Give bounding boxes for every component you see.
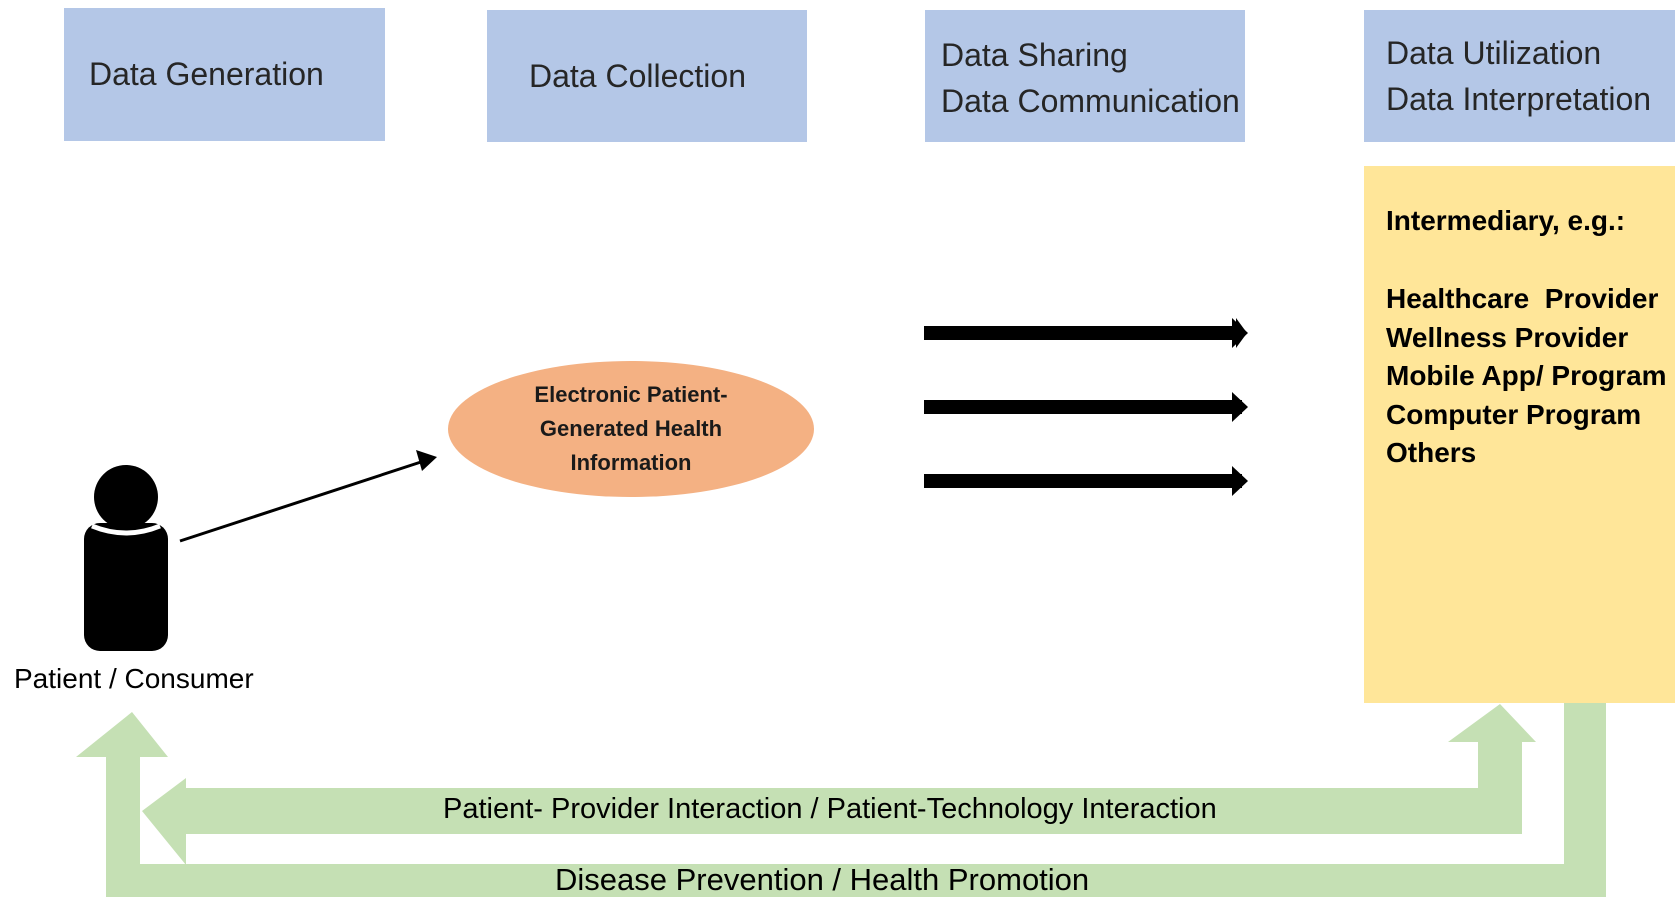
stage-data-utilization: Data Utilization Data Interpretation bbox=[1364, 10, 1675, 142]
stage-label: Data Interpretation bbox=[1386, 81, 1652, 117]
ehr-label-line: Generated Health bbox=[539, 416, 723, 441]
ehr-ellipse bbox=[448, 361, 814, 497]
stage-label: Data Collection bbox=[529, 57, 746, 94]
intermediary-item: Computer Program bbox=[1386, 398, 1642, 430]
patient-person-icon bbox=[84, 465, 168, 651]
stage-label: Data Sharing bbox=[941, 37, 1128, 73]
intermediary-title: Intermediary, e.g.: bbox=[1386, 205, 1626, 236]
stage-label: Data Communication bbox=[941, 83, 1240, 120]
intermediary-list: Healthcare Provider Wellness Provider Mo… bbox=[1386, 280, 1667, 473]
patient-label: Patient / Consumer bbox=[14, 663, 254, 694]
prevention-label: Disease Prevention / Health Promotion bbox=[555, 862, 1090, 897]
interaction-label: Patient- Provider Interaction / Patient-… bbox=[443, 793, 1217, 825]
intermediary-item: Mobile App/ Program bbox=[1386, 360, 1667, 391]
sharing-arrow-1 bbox=[924, 318, 1248, 348]
ehr-label-line: Electronic Patient- bbox=[534, 382, 728, 407]
stage-data-collection: Data Collection bbox=[487, 10, 807, 142]
sharing-arrow-3 bbox=[924, 466, 1248, 496]
stage-label: Data Utilization bbox=[1386, 34, 1602, 71]
stage-data-sharing: Data Sharing Data Communication bbox=[925, 10, 1245, 142]
intermediary-item: Wellness Provider bbox=[1386, 321, 1629, 353]
interaction-loop-band bbox=[142, 704, 1536, 865]
intermediary-panel bbox=[1364, 166, 1675, 703]
prevention-loop-band bbox=[76, 703, 1606, 897]
intermediary-item: Others bbox=[1386, 437, 1477, 468]
ehr-label: Electronic Patient- Generated Health Inf… bbox=[448, 378, 814, 480]
sharing-arrow-2 bbox=[924, 392, 1248, 422]
stage-label: Data Generation bbox=[89, 56, 324, 93]
patient-to-ehr-arrow bbox=[179, 450, 437, 543]
ehr-label-line: Information bbox=[570, 450, 692, 475]
intermediary-item: Healthcare Provider bbox=[1386, 283, 1659, 314]
stage-data-generation: Data Generation bbox=[64, 8, 385, 141]
